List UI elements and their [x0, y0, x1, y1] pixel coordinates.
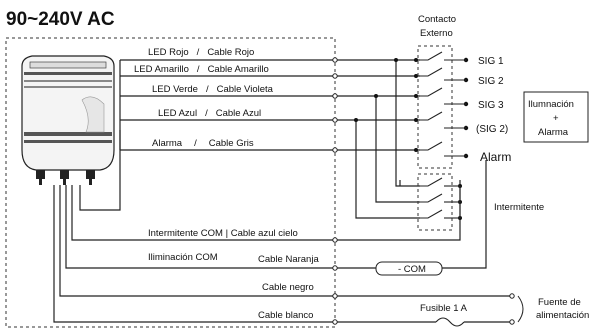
svg-text:LED Verde/Cable Violeta: LED Verde/Cable Violeta [152, 84, 274, 95]
signal-tower-icon [21, 55, 115, 185]
contact-switches [420, 51, 466, 219]
sig1-label: SIG 1 [478, 56, 504, 67]
power-terminals [509, 293, 515, 325]
wire-labels: LED Rojo/Cable Rojo LED Amarillo/Cable A… [134, 47, 319, 321]
sig2-label: SIG 2 [478, 76, 504, 87]
intermittent-contact-box [417, 173, 453, 231]
voltage-title: 90~240V AC [6, 9, 115, 30]
contact-label-1: Contacto [418, 14, 456, 25]
legend-box [523, 91, 589, 143]
svg-text:LED Amarillo/Cable Amarillo: LED Amarillo/Cable Amarillo [134, 64, 269, 75]
black-cable-label: Cable negro [262, 282, 314, 293]
external-contact-box [417, 45, 453, 169]
intermittent-com-label: Intermitente COM | Cable azul cielo [148, 228, 298, 239]
alarm-label: Alarm [480, 150, 511, 164]
power-bracket [517, 295, 524, 323]
legend-line-1: Ilumnación [528, 99, 574, 110]
legend-line-2: + [553, 113, 559, 124]
orange-cable-label: Cable Naranja [258, 254, 319, 265]
fuse-label: Fusible 1 A [420, 303, 468, 314]
com-box [375, 261, 443, 276]
illumination-com-label: Iliminación COM [148, 252, 218, 263]
device-boundary [5, 37, 336, 328]
svg-text:Alarma/Cable Gris: Alarma/Cable Gris [152, 138, 254, 149]
sig3-label: SIG 3 [478, 100, 504, 111]
fuse-icon [435, 317, 465, 327]
power-label-2: alimentación [536, 310, 589, 321]
legend-line-3: Alarma [538, 127, 569, 138]
svg-text:LED Rojo/Cable Rojo: LED Rojo/Cable Rojo [148, 47, 254, 58]
sig2-alt-label: (SIG 2) [476, 124, 508, 135]
white-cable-label: Cable blanco [258, 310, 313, 321]
junction-dots [354, 57, 469, 220]
internal-wires [53, 59, 335, 323]
contact-label-2: Externo [420, 28, 453, 39]
com-box-label: - COM [398, 264, 426, 275]
intermittent-label: Intermitente [494, 202, 544, 213]
terminal-points [332, 57, 338, 325]
svg-text:LED Azul/Cable Azul: LED Azul/Cable Azul [158, 108, 261, 119]
power-label-1: Fuente de [538, 297, 581, 308]
